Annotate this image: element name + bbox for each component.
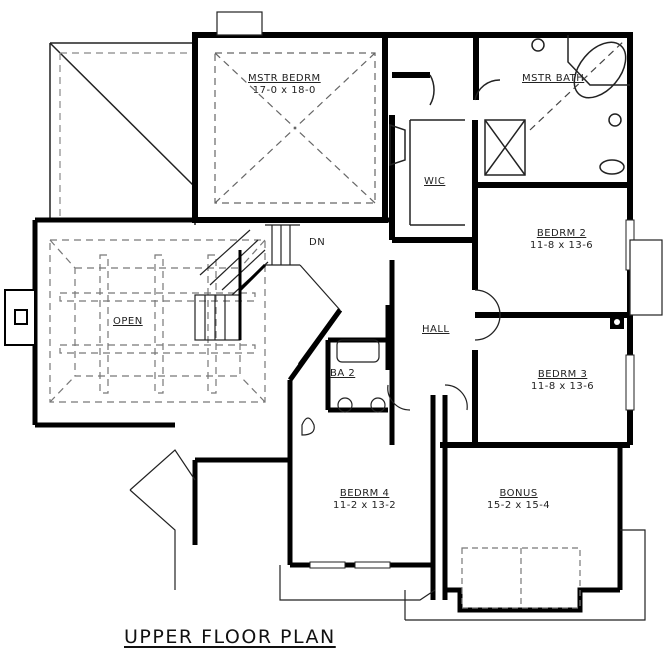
room-label-ba-2: BA 2 <box>330 368 356 379</box>
master-bedroom-walls <box>192 32 388 223</box>
room-label-bedrm-2: BEDRM 2 11-8 x 13-6 <box>530 228 594 251</box>
plan-title: UPPER FLOOR PLAN <box>124 626 336 648</box>
room-label-open: OPEN <box>113 316 143 327</box>
room-label-bedrm-3: BEDRM 3 11-8 x 13-6 <box>531 369 595 392</box>
room-label-mstr-bedrm: MSTR BEDRM 17-0 x 18-0 <box>248 73 321 96</box>
roof-outline-top-left <box>49 42 196 225</box>
room-label-hall: HALL <box>422 324 450 335</box>
room-label-wic: WIC <box>424 176 446 187</box>
room-label-mstr-bath: MSTR BATH <box>522 73 585 84</box>
room-label-bonus: BONUS 15-2 x 15-4 <box>487 488 551 511</box>
room-label-bedrm-4: BEDRM 4 11-2 x 13-2 <box>333 488 397 511</box>
stair-direction-label: DN <box>309 237 326 248</box>
